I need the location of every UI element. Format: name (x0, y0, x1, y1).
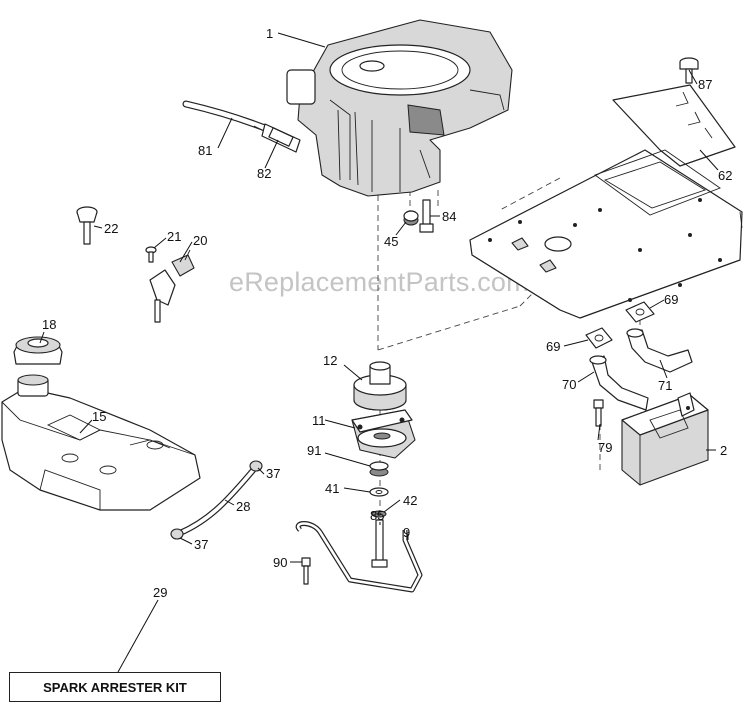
callout-12: 12 (323, 353, 337, 368)
callout-2: 2 (720, 443, 727, 458)
watermark-text: eReplacementParts.com (229, 267, 529, 297)
callout-11: 11 (312, 413, 326, 428)
callouts: 1 87 81 62 82 84 45 22 21 20 18 69 69 12… (42, 26, 732, 600)
frame-plate (469, 149, 743, 319)
callout-90: 90 (273, 555, 287, 570)
callout-87: 87 (698, 77, 712, 92)
callout-84: 84 (442, 209, 456, 224)
rod-9 (295, 521, 423, 593)
leader-lines (39, 32, 719, 673)
exhaust-pipe-70 (589, 355, 649, 411)
callout-45: 45 (384, 234, 398, 249)
washer-42 (371, 510, 387, 518)
callout-9: 9 (403, 525, 410, 540)
washer-41 (369, 487, 389, 497)
clamp-37-bottom (170, 528, 184, 540)
callout-71: 71 (658, 378, 672, 393)
fuel-tank (1, 374, 201, 511)
callout-82: 82 (257, 166, 271, 181)
callout-15: 15 (92, 409, 106, 424)
spark-arrester-kit-label: SPARK ARRESTER KIT (9, 672, 221, 702)
heat-shield (612, 84, 736, 167)
callout-69-right: 69 (664, 292, 678, 307)
callout-28: 28 (236, 499, 250, 514)
callout-41: 41 (325, 481, 339, 496)
callout-18: 18 (42, 317, 56, 332)
callout-70: 70 (562, 377, 576, 392)
callout-91: 91 (307, 443, 321, 458)
engine (286, 19, 513, 197)
callout-85: 85 (370, 508, 384, 523)
callout-37-bottom: 37 (194, 537, 208, 552)
muffler (621, 392, 709, 486)
gasket-69-left (585, 327, 613, 349)
callout-29: 29 (153, 585, 167, 600)
bolt-90 (301, 557, 311, 585)
vent-22 (76, 206, 98, 245)
callout-69-left: 69 (546, 339, 560, 354)
callout-21: 21 (167, 229, 181, 244)
gasket-69-right (625, 301, 655, 323)
callout-20: 20 (193, 233, 207, 248)
exhaust-pipe-71 (626, 328, 693, 373)
callout-37-top: 37 (266, 466, 280, 481)
callout-62: 62 (718, 168, 732, 183)
pulley-12 (353, 361, 407, 411)
callout-1: 1 (266, 26, 273, 41)
callout-79: 79 (598, 440, 612, 455)
nut-45 (403, 210, 419, 226)
fuel-cap (13, 336, 63, 365)
callout-22: 22 (104, 221, 118, 236)
bolt-84 (419, 199, 434, 233)
callout-81: 81 (198, 143, 212, 158)
bolt-85 (371, 519, 388, 568)
spacer-91 (369, 461, 389, 477)
callout-42: 42 (403, 493, 417, 508)
electric-clutch (351, 409, 416, 459)
bolt-79 (593, 399, 604, 427)
screw-21 (145, 246, 157, 263)
fuel-line-28 (177, 465, 258, 536)
fuel-hose (182, 100, 274, 134)
fuel-valve (253, 123, 301, 153)
bracket-20 (149, 249, 195, 323)
